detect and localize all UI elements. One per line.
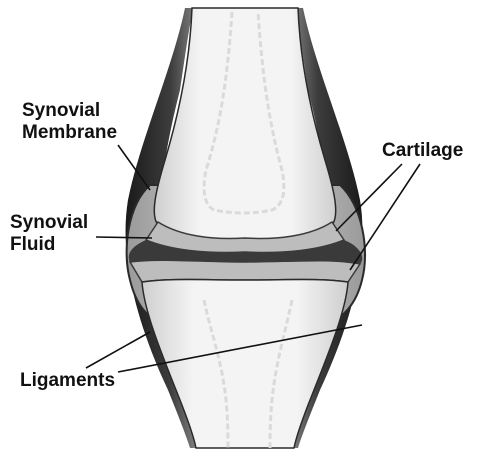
lower-bone — [142, 280, 348, 449]
ligaments-label: Ligaments — [20, 370, 115, 392]
synovial-fluid-line2: Fluid — [10, 234, 88, 256]
cartilage-label: Cartilage — [382, 140, 463, 162]
synovial-fluid-line1: Synovial — [10, 212, 88, 234]
synovial-membrane-line2: Membrane — [22, 122, 117, 144]
fluid-leader — [96, 237, 152, 238]
synovial-membrane-label: Synovial Membrane — [22, 100, 117, 144]
synovial-fluid-label: Synovial Fluid — [10, 212, 88, 256]
synovial-membrane-line1: Synovial — [22, 100, 117, 122]
ligament-leader-left — [86, 332, 150, 368]
lower-cartilage — [130, 260, 360, 282]
